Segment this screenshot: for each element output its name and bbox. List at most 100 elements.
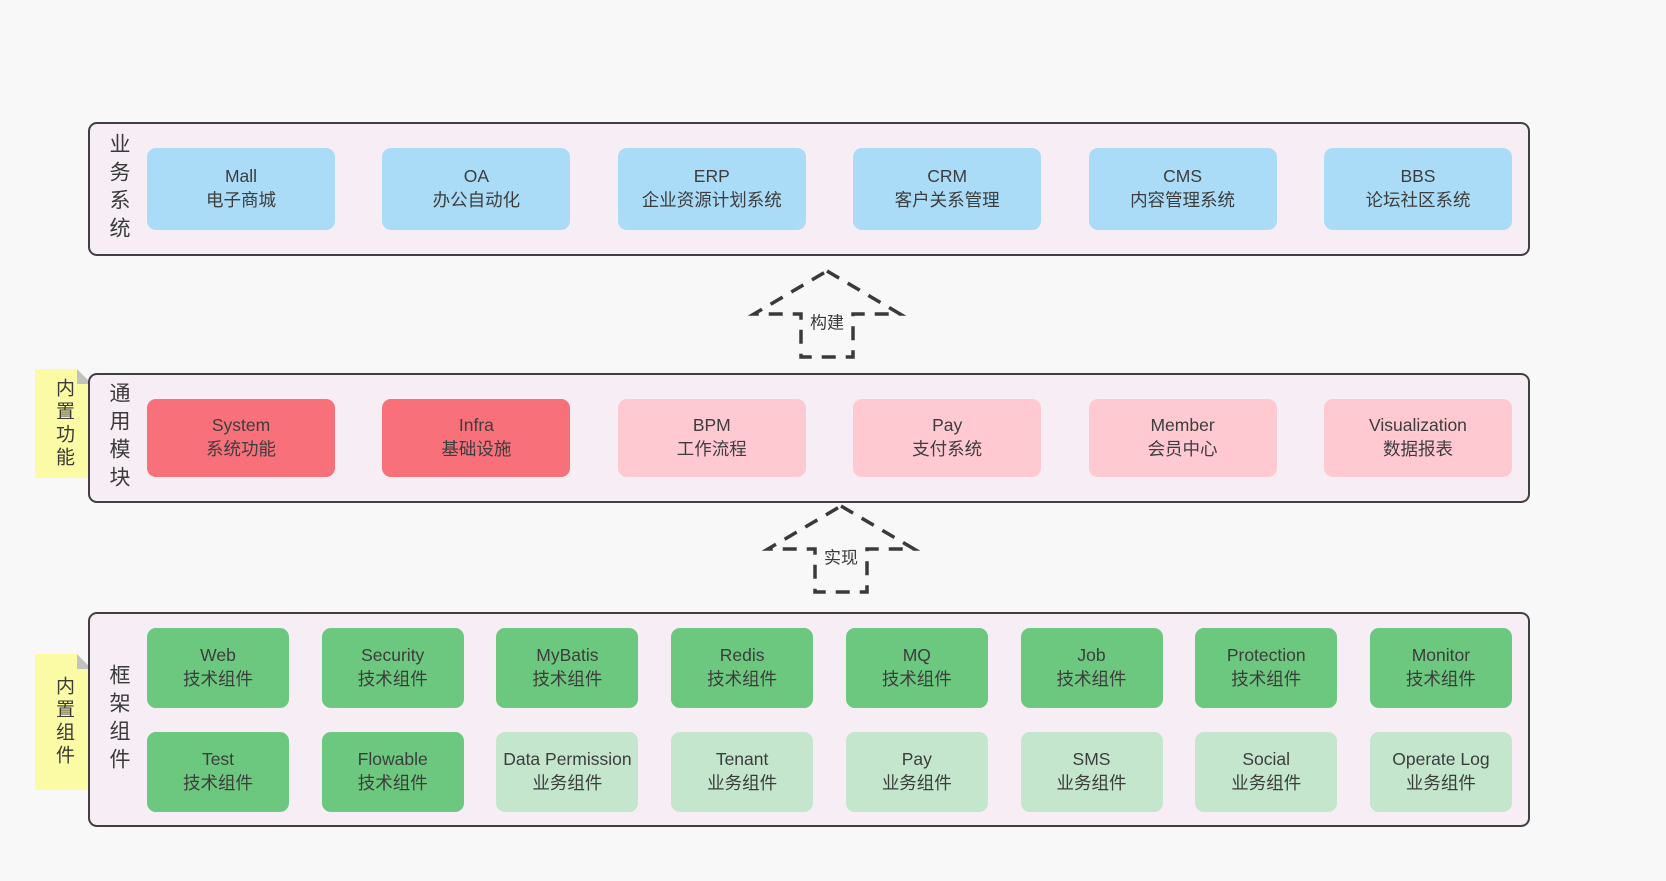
box-subtitle: 系统功能: [206, 439, 276, 459]
box-title: Visualization: [1368, 415, 1467, 436]
sticky-note-built-in-components: 内置组件: [35, 654, 92, 790]
box-redis: Redis 技术组件: [671, 627, 814, 708]
box-monitor: Monitor 技术组件: [1369, 627, 1512, 708]
box-title: Infra: [458, 415, 494, 436]
box-title: Tenant: [715, 748, 769, 769]
box-sms: SMS 业务组件: [1020, 731, 1163, 812]
band-framework-components: 框架组件 Web 技术组件 Security 技术组件 MyBatis 技术组件…: [88, 612, 1530, 827]
box-title: OA: [463, 166, 490, 187]
box-erp: ERP 企业资源计划系统: [617, 148, 806, 230]
box-oa: OA 办公自动化: [382, 148, 571, 230]
build-arrow: 构建: [747, 268, 907, 360]
box-mall: Mall 电子商城: [147, 148, 335, 230]
box-subtitle: 业务组件: [1405, 772, 1476, 793]
box-protection: Protection 技术组件: [1195, 627, 1338, 708]
arrow-label: 构建: [806, 306, 848, 336]
box-subtitle: 基础设施: [441, 439, 512, 459]
box-subtitle: 企业资源计划系统: [641, 190, 782, 210]
box-subtitle: 业务组件: [707, 772, 778, 793]
box-title: Member: [1150, 415, 1215, 436]
band-content: Web 技术组件 Security 技术组件 MyBatis 技术组件 Redi…: [147, 614, 1512, 825]
box-subtitle: 技术组件: [1405, 668, 1476, 689]
box-title: Job: [1077, 644, 1106, 665]
box-visualization: Visualization 数据报表: [1323, 399, 1512, 477]
box-cms: CMS 内容管理系统: [1088, 148, 1277, 230]
box-subtitle: 技术组件: [532, 668, 603, 689]
box-title: Social: [1242, 748, 1291, 769]
box-title: CMS: [1163, 166, 1202, 187]
box-title: Test: [201, 748, 235, 769]
band-side-label: 框架组件: [107, 663, 130, 776]
box-subtitle: 办公自动化: [432, 190, 521, 210]
implement-arrow: 实现: [761, 503, 921, 595]
box-title: BBS: [1400, 166, 1436, 187]
box-mybatis: MyBatis 技术组件: [496, 627, 639, 708]
box-subtitle: 工作流程: [676, 439, 747, 459]
box-security: Security 技术组件: [321, 627, 464, 708]
box-title: MyBatis: [536, 644, 599, 665]
box-subtitle: 技术组件: [357, 772, 428, 793]
band-content: System 系统功能 Infra 基础设施 BPM 工作流程 Pay 支付系统…: [147, 375, 1512, 501]
box-subtitle: 技术组件: [1056, 668, 1127, 689]
box-subtitle: 业务组件: [1231, 772, 1302, 793]
box-subtitle: 电子商城: [206, 190, 276, 210]
box-title: System: [211, 415, 271, 436]
box-subtitle: 技术组件: [183, 772, 253, 793]
box-data-permission: Data Permission 业务组件: [496, 731, 639, 812]
box-crm: CRM 客户关系管理: [853, 148, 1042, 230]
box-pay: Pay 支付系统: [853, 399, 1042, 477]
box-title: MQ: [902, 644, 931, 665]
box-mq: MQ 技术组件: [845, 627, 988, 708]
box-subtitle: 会员中心: [1147, 439, 1218, 459]
box-job: Job 技术组件: [1020, 627, 1163, 708]
box-subtitle: 业务组件: [1056, 772, 1127, 793]
box-subtitle: 技术组件: [357, 668, 428, 689]
box-title: ERP: [693, 166, 730, 187]
sticky-note-built-in-features: 内置功能: [35, 369, 92, 478]
box-title: CRM: [927, 166, 968, 187]
band-side-label: 通用模块: [107, 382, 130, 494]
box-system: System 系统功能: [147, 399, 335, 477]
band-content: Mall 电子商城 OA 办公自动化 ERP 企业资源计划系统 CRM 客户关系…: [147, 124, 1512, 254]
box-operate-log: Operate Log 业务组件: [1369, 731, 1512, 812]
box-subtitle: 技术组件: [881, 668, 952, 689]
box-subtitle: 数据报表: [1382, 439, 1453, 459]
box-subtitle: 技术组件: [183, 668, 253, 689]
box-title: Monitor: [1411, 644, 1471, 665]
box-bbs: BBS 论坛社区系统: [1323, 148, 1512, 230]
box-title: Flowable: [357, 748, 428, 769]
box-title: Security: [361, 644, 425, 665]
box-test: Test 技术组件: [147, 731, 289, 812]
box-subtitle: 技术组件: [1231, 668, 1302, 689]
up-arrow-icon: [747, 268, 907, 359]
box-subtitle: 业务组件: [532, 772, 603, 793]
box-bpm: BPM 工作流程: [617, 399, 806, 477]
band-common-modules: 通用模块 System 系统功能 Infra 基础设施 BPM 工作流程 Pay: [88, 373, 1530, 503]
box-title: Pay: [901, 748, 932, 769]
box-title: Redis: [719, 644, 765, 665]
box-subtitle: 论坛社区系统: [1365, 190, 1471, 210]
box-title: Web: [200, 644, 236, 665]
box-title: Data Permission: [503, 748, 632, 769]
band-side-label: 业务系统: [107, 133, 130, 245]
note-label: 内置功能: [53, 377, 74, 470]
box-subtitle: 支付系统: [912, 439, 983, 459]
box-subtitle: 内容管理系统: [1130, 190, 1236, 210]
box-title: SMS: [1072, 748, 1111, 769]
box-subtitle: 客户关系管理: [894, 190, 1000, 210]
box-title: BPM: [692, 415, 731, 436]
up-arrow-icon: [761, 503, 921, 594]
box-infra: Infra 基础设施: [382, 399, 571, 477]
box-subtitle: 技术组件: [707, 668, 778, 689]
box-title: Protection: [1226, 644, 1306, 665]
band-business-systems: 业务系统 Mall 电子商城 OA 办公自动化 ERP 企业资源计划系统 CRM: [88, 122, 1530, 256]
box-title: Mall: [224, 166, 258, 187]
box-subtitle: 业务组件: [881, 772, 952, 793]
box-flowable: Flowable 技术组件: [321, 731, 464, 812]
box-title: Operate Log: [1392, 748, 1490, 769]
note-label: 内置组件: [53, 676, 74, 768]
box-title: Pay: [932, 415, 963, 436]
box-social: Social 业务组件: [1195, 731, 1338, 812]
arrow-label: 实现: [820, 541, 862, 571]
